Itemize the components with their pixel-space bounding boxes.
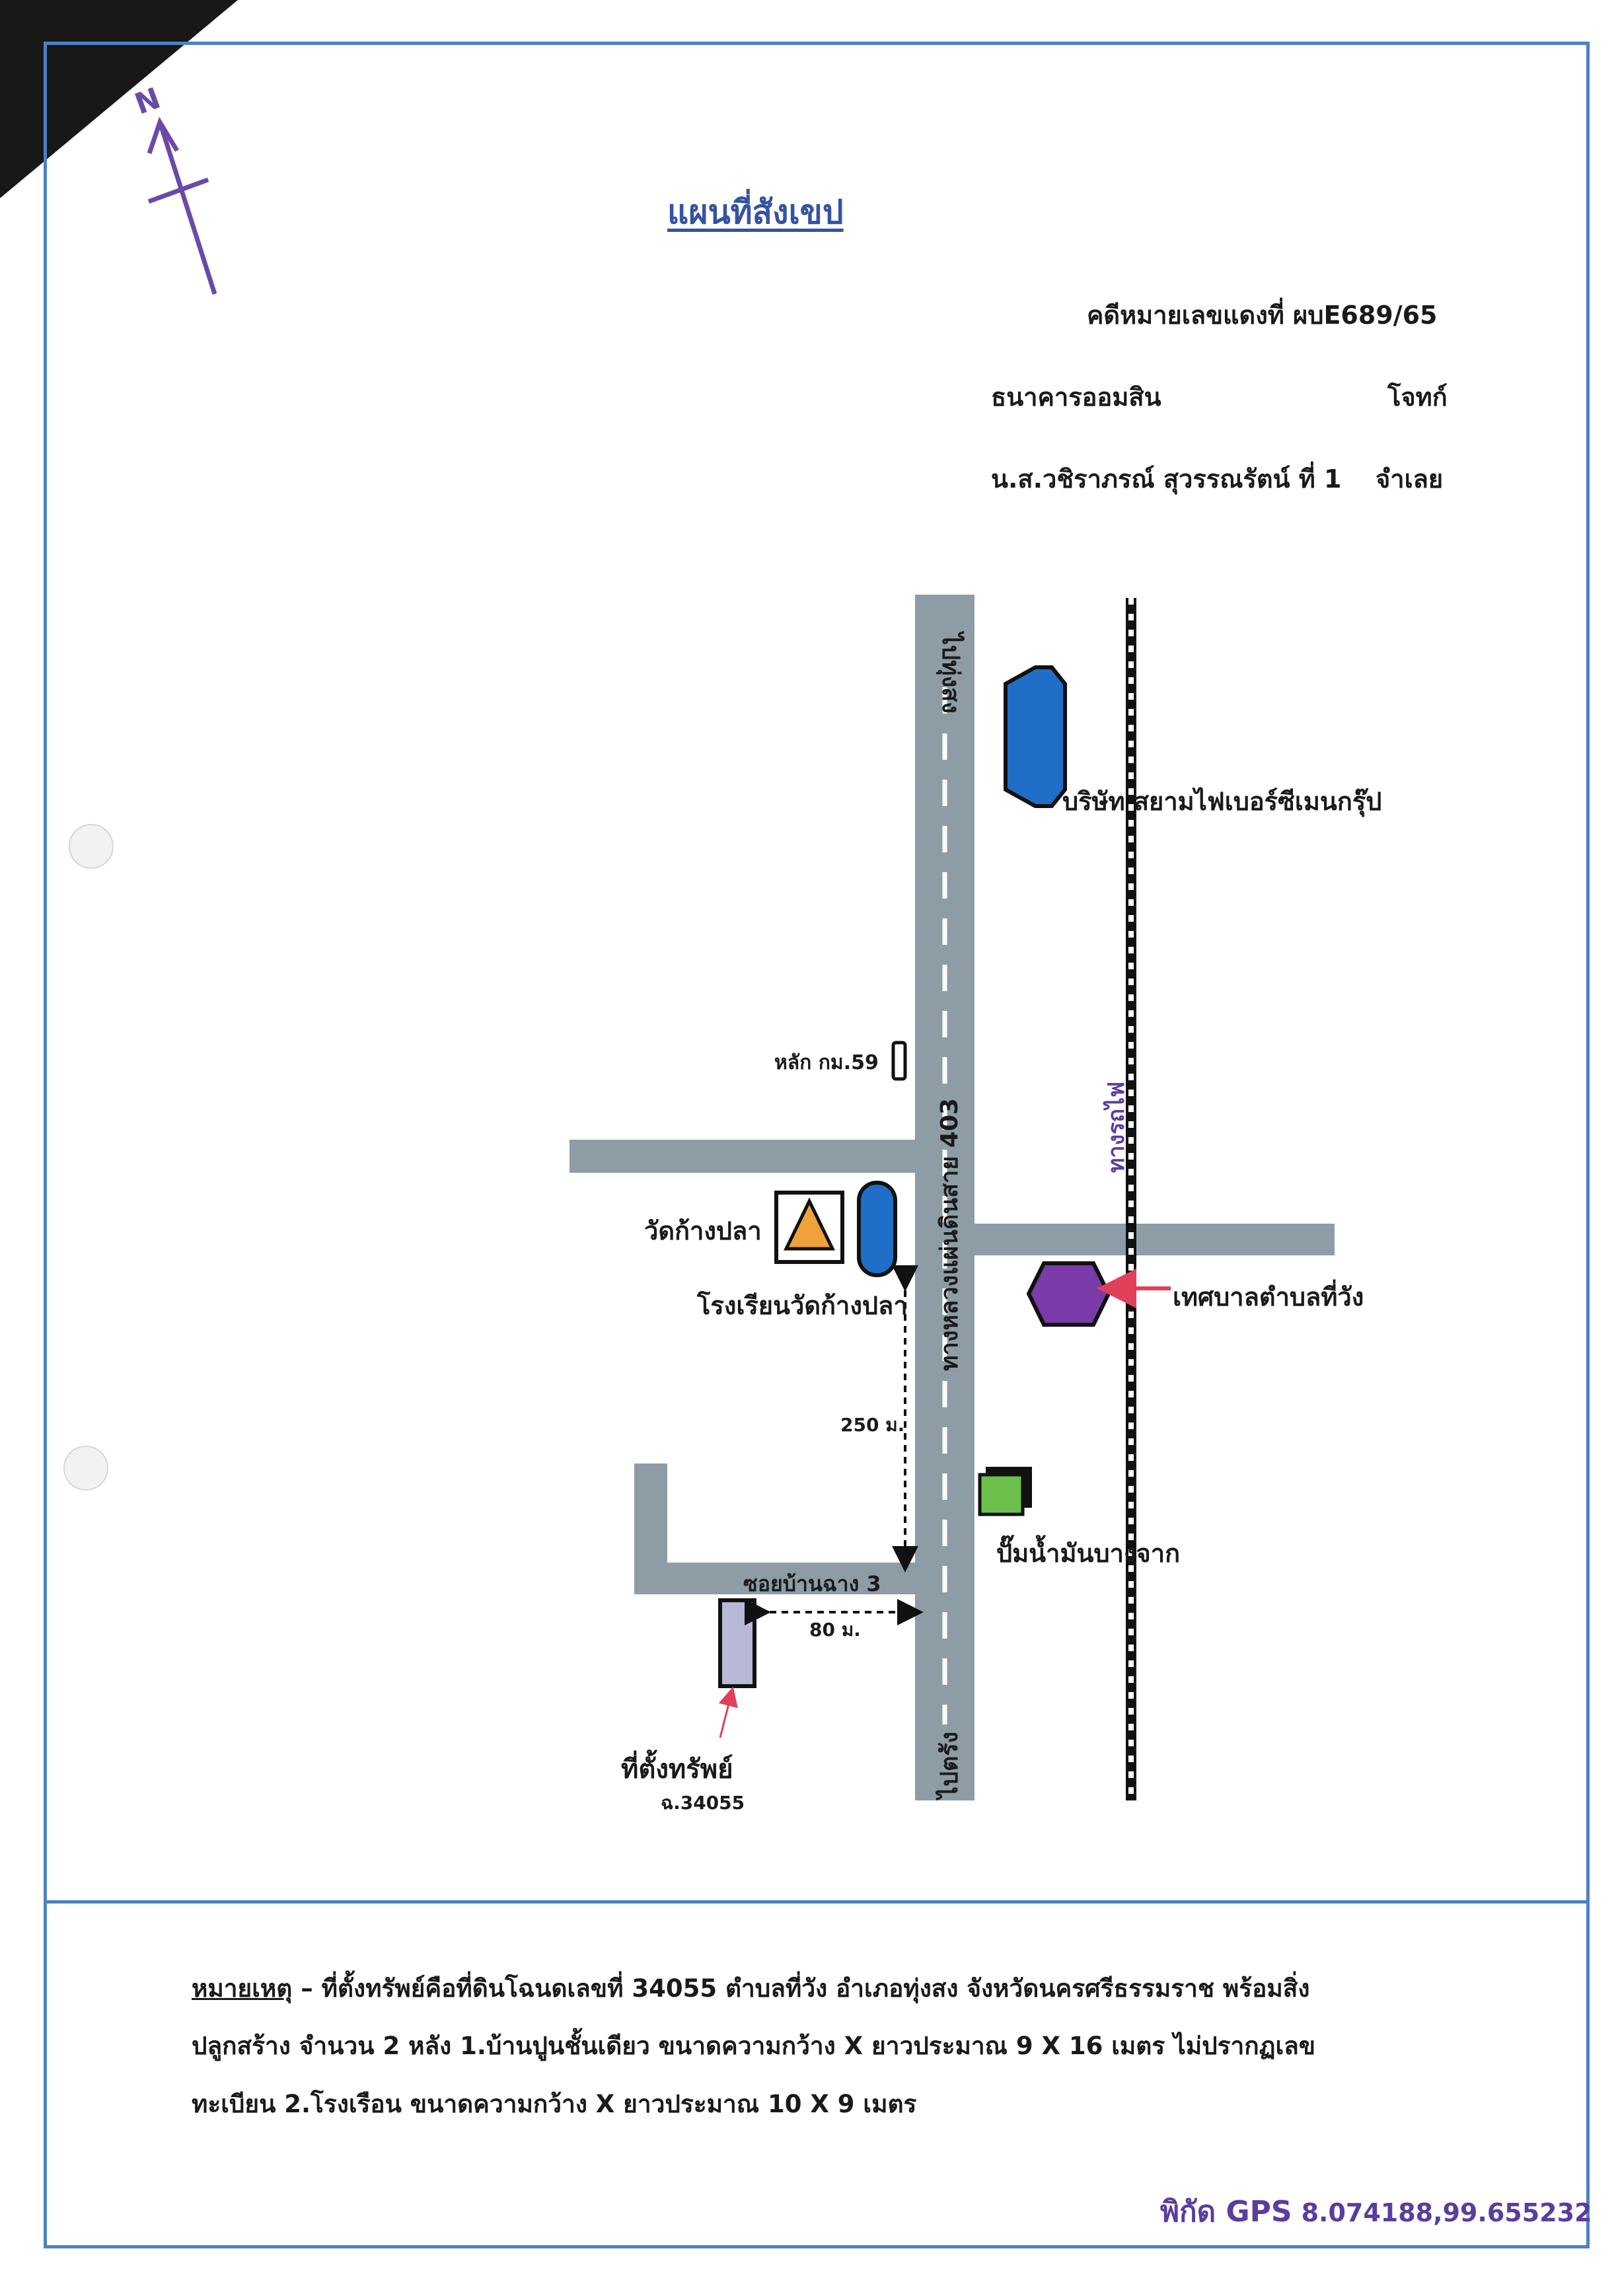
gps-coordinates: พิกัด GPS 8.074188,99.655232 [1160, 2188, 1592, 2235]
soi-road-horizontal [634, 1563, 915, 1594]
remarks-line-3: ทะเบียน 2.โรงเรือน ขนาดความกว้าง X ยาวปร… [192, 2090, 917, 2118]
school-label: โรงเรียนวัดก้างปลา [697, 1291, 908, 1320]
km-marker-post-icon [891, 1041, 907, 1081]
km-marker-label: หลัก กม.59 [774, 1051, 879, 1074]
page-title: แผนที่สังเขป [667, 193, 844, 231]
school-building-icon [857, 1181, 897, 1277]
property-plot-icon [718, 1598, 756, 1688]
property-pointer-arrow [718, 1686, 738, 1738]
soi-label: ซอยบ้านฉาง 3 [743, 1571, 881, 1596]
north-arrow-icon [147, 116, 217, 295]
page-frame [44, 42, 1590, 2248]
remarks-line-1: หมายเหตุ – ที่ตั้งทรัพย์คือที่ดินโฉนดเลข… [192, 1969, 1309, 2008]
municipality-label: เทศบาลตำบลที่วัง [1173, 1282, 1364, 1312]
municipality-building-icon [1026, 1261, 1111, 1327]
crossroad-east [974, 1224, 1335, 1255]
punch-hole-upper [69, 824, 114, 869]
defendant-name: น.ส.วชิราภรณ์ สุวรรณรัตน์ ที่ 1 [991, 464, 1342, 494]
gps-value: 8.074188,99.655232 [1301, 2198, 1592, 2227]
remarks-line-1-text: – ที่ตั้งทรัพย์คือที่ดินโฉนดเลขที่ 34055… [301, 1974, 1310, 2003]
railway-label: ทางรถไฟ [1103, 1081, 1130, 1173]
gps-label: พิกัด GPS [1160, 2195, 1292, 2229]
scan-dark-corner [0, 0, 238, 198]
remarks-line-2: ปลูกสร้าง จำนวน 2 หลัง 1.บ้านปูนชั้นเดีย… [192, 2032, 1316, 2060]
property-label: ที่ตั้งทรัพย์ [621, 1754, 733, 1785]
deed-number-label: ฉ.34055 [661, 1792, 745, 1814]
gas-station-label: ปั๊มน้ำมันบางจาก [996, 1539, 1181, 1568]
company-building-icon [1004, 665, 1067, 808]
remarks-key: หมายเหตุ [192, 1974, 293, 2003]
temple-triangle-icon [784, 1197, 835, 1251]
distance-250-label: 250 ม. [840, 1414, 905, 1436]
plaintiff-role: โจทก์ [1387, 383, 1448, 412]
distance-80-label: 80 ม. [809, 1619, 861, 1641]
temple-label: วัดก้างปลา [644, 1216, 762, 1245]
punch-hole-lower [63, 1446, 108, 1491]
crossroad-west [570, 1140, 915, 1173]
highway-label: ทางหลวงแผ่นดินสาย 403 [936, 1098, 963, 1371]
company-label: บริษัท สยามไฟเบอร์ซีเมนกรุ๊ป [1062, 787, 1382, 816]
case-number: คดีหมายเลขแดงที่ ผบE689/65 [1087, 301, 1438, 330]
frame-divider [44, 1900, 1590, 1904]
gas-station-icon [978, 1473, 1025, 1516]
soi-road-vertical [634, 1463, 667, 1594]
to-thungsong-label: ไปทุ่งสง [937, 633, 964, 714]
plaintiff-name: ธนาคารออมสิน [991, 383, 1161, 412]
sketch-map [147, 116, 1335, 1800]
to-trang-label: ไปตรัง [936, 1731, 963, 1798]
defendant-role: จำเลย [1376, 464, 1444, 494]
